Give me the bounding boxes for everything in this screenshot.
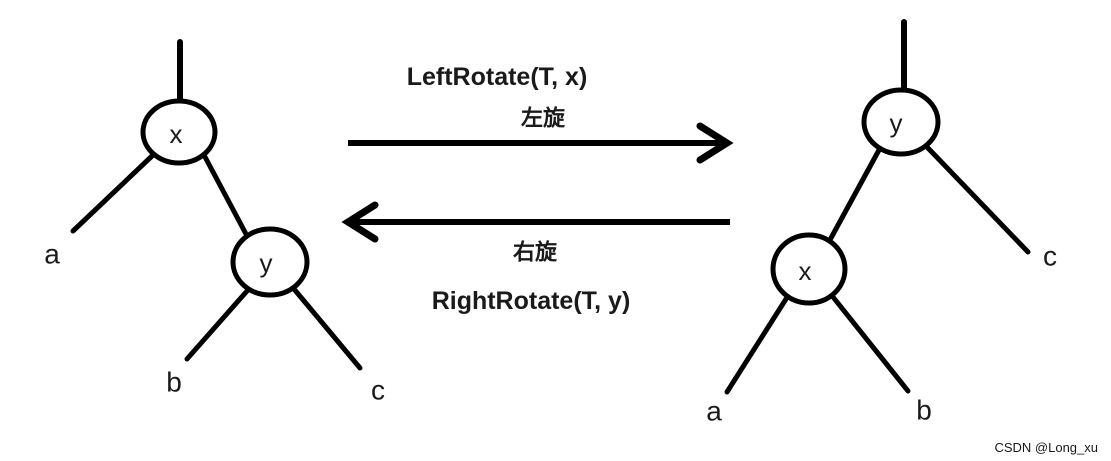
right-tree-node-y-circle [861,87,941,157]
rotation-arrows: LeftRotate(T, x) 左旋 右旋 RightRotate(T, y) [341,63,734,315]
left-tree-leaf-c-label: c [371,375,385,406]
left-tree: x y a b c [44,39,385,406]
right-tree: y x a b c [706,19,1057,427]
right-tree-edge-x-a [724,296,789,395]
right-rotate-function-label: RightRotate(T, y) [432,287,631,315]
right-tree-edge-y-x [828,147,882,241]
left-rotate-function-label: LeftRotate(T, x) [407,63,588,91]
left-tree-node-y-label: y [260,248,273,278]
right-tree-node-x-label: x [799,256,812,286]
left-tree-edge-y-b [184,288,250,362]
left-tree-node-y-circle [230,226,310,298]
right-rotate-arrow-head-icon [341,201,379,243]
right-rotate-chinese-label: 右旋 [513,240,558,265]
left-tree-edge-y-c [291,286,363,371]
right-tree-node-y-label: y [890,108,903,138]
left-tree-node-x-label: x [170,119,183,149]
right-tree-edge-y-c [924,144,1031,255]
left-tree-node-x-circle [140,98,218,166]
left-rotate-chinese-label: 左旋 [521,106,566,131]
right-tree-node-x-circle [770,232,848,306]
left-tree-edge-x-a [70,153,155,234]
left-rotate-arrow-head-icon [696,122,734,164]
right-tree-leaf-b-label: b [916,395,932,426]
right-tree-leaf-c-label: c [1043,241,1057,272]
left-tree-edge-x-y [201,152,249,237]
right-tree-leaf-a-label: a [706,396,722,427]
left-tree-leaf-b-label: b [166,367,182,398]
left-tree-leaf-a-label: a [44,239,60,270]
right-tree-edge-x-b [830,294,911,394]
csdn-watermark: CSDN @Long_xu [994,440,1098,455]
